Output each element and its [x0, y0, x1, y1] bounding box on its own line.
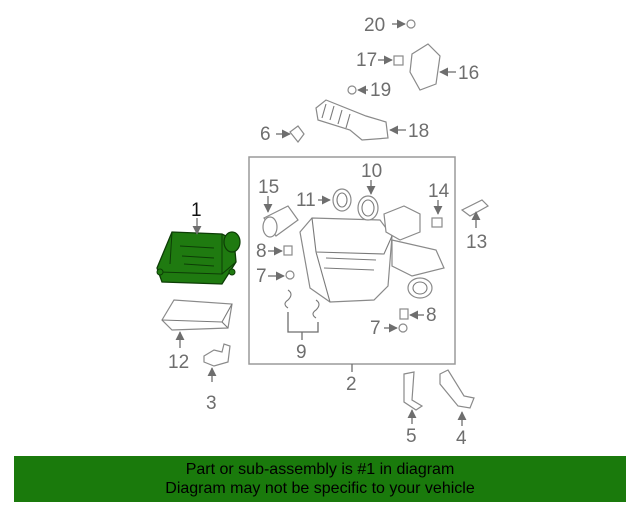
- parts-diagram: 1 2 3 4 5 6 7 7 8 8 9 10 11 12 13 14 15 …: [156, 15, 489, 449]
- part-16-resonator[interactable]: [409, 43, 441, 91]
- part-12-filter-element[interactable]: [161, 299, 233, 331]
- part-8-grommet-upper[interactable]: [283, 245, 293, 256]
- part-5-bracket[interactable]: [403, 371, 424, 411]
- label-part-13: 13: [466, 232, 487, 253]
- banner-line-1: Part or sub-assembly is #1 in diagram: [185, 461, 455, 478]
- leader-9: [287, 312, 319, 333]
- part-9-clips[interactable]: [284, 289, 320, 319]
- label-part-7-upper: 7: [256, 266, 267, 287]
- part-17-nut[interactable]: [393, 55, 404, 66]
- label-part-15: 15: [258, 177, 279, 198]
- part-7-bolt-lower[interactable]: [398, 323, 408, 333]
- label-part-18: 18: [408, 121, 429, 142]
- label-part-3: 3: [206, 393, 217, 414]
- part-2-air-cleaner-case[interactable]: [299, 205, 445, 303]
- label-part-14: 14: [428, 181, 450, 202]
- label-part-1: 1: [191, 200, 202, 221]
- part-4-bracket[interactable]: [439, 369, 475, 409]
- label-part-19: 19: [370, 80, 391, 101]
- label-part-9: 9: [296, 342, 307, 363]
- part-8-grommet-lower[interactable]: [399, 308, 409, 320]
- part-14-grommet[interactable]: [431, 217, 443, 228]
- label-part-2: 2: [346, 374, 357, 395]
- label-part-6: 6: [260, 124, 271, 145]
- part-20-screw[interactable]: [406, 19, 416, 29]
- banner-line-2: Diagram may not be specific to your vehi…: [165, 480, 475, 497]
- label-part-17: 17: [356, 50, 377, 71]
- part-10-clamp[interactable]: [357, 195, 379, 221]
- label-part-10: 10: [361, 161, 382, 182]
- part-15-duct[interactable]: [262, 205, 299, 238]
- part-6-bolt[interactable]: [289, 125, 305, 143]
- info-banner: Part or sub-assembly is #1 in diagram Di…: [14, 456, 626, 502]
- part-11-clamp[interactable]: [332, 188, 352, 212]
- part-18-intake-duct[interactable]: [315, 99, 389, 141]
- label-part-5: 5: [406, 426, 417, 447]
- label-part-11: 11: [296, 190, 316, 211]
- part-3-bracket[interactable]: [203, 343, 231, 367]
- label-part-16: 16: [458, 63, 479, 84]
- label-part-8-upper: 8: [256, 241, 267, 262]
- label-part-4: 4: [456, 428, 467, 449]
- part-13-sensor[interactable]: [460, 199, 489, 217]
- part-1-air-cleaner-cover[interactable]: [156, 231, 241, 285]
- label-part-20: 20: [364, 15, 385, 36]
- label-part-7-lower: 7: [370, 318, 381, 339]
- label-part-12: 12: [168, 352, 189, 373]
- part-19-clip[interactable]: [347, 85, 357, 95]
- label-part-8-lower: 8: [426, 305, 437, 326]
- part-7-bolt-upper[interactable]: [285, 270, 295, 280]
